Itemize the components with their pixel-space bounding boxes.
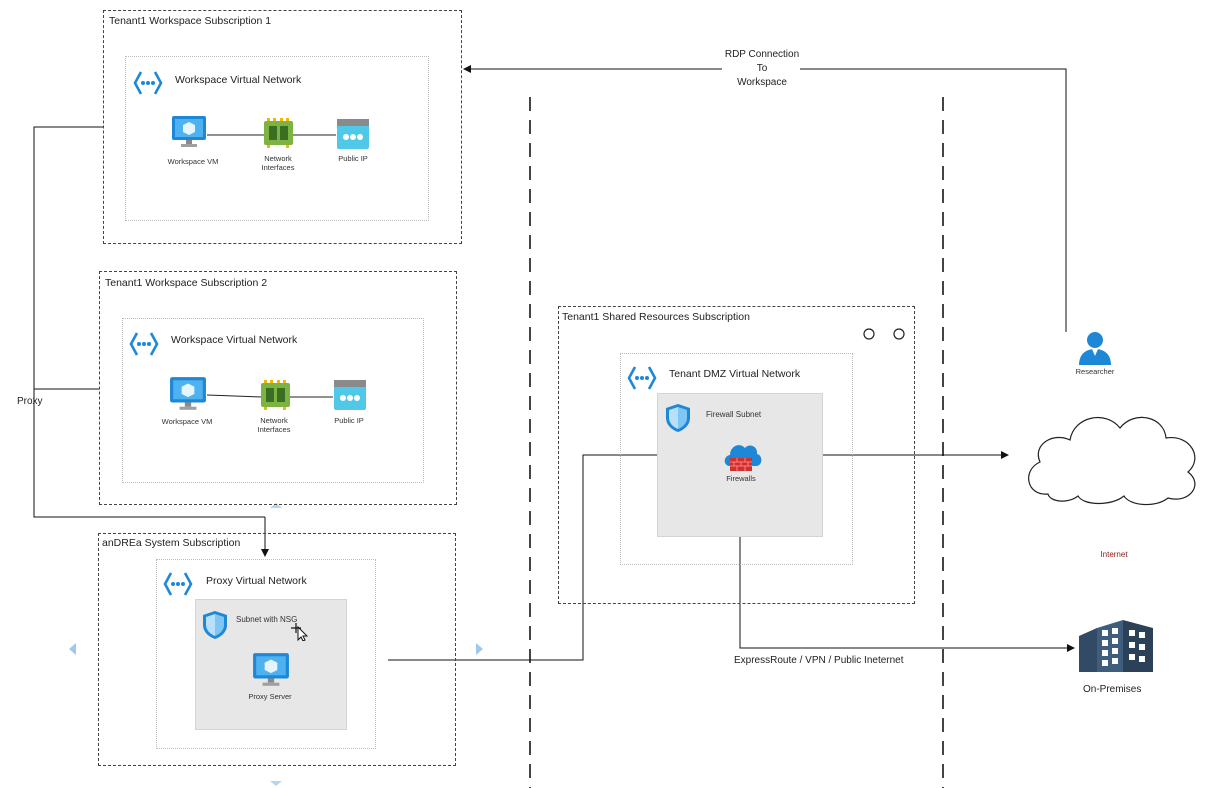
virtual-network-icon — [627, 366, 657, 390]
firewall-to-onprem-line — [739, 486, 1075, 652]
workspace-subscription-2-title: Tenant1 Workspace Subscription 2 — [105, 277, 268, 289]
public-ip-icon — [334, 380, 366, 410]
network-interface-icon — [261, 380, 290, 410]
andrea-system-subscription-title: anDREa System Subscription — [102, 537, 241, 549]
cursor-icon — [291, 623, 309, 641]
proxy-label: Proxy — [17, 396, 43, 407]
rdp-line-3: Workspace — [737, 77, 787, 88]
proxy-server-label: Proxy Server — [248, 692, 292, 701]
proxy-subnet-label: Subnet with NSG — [236, 615, 298, 624]
user-icon — [1079, 332, 1111, 365]
ws2-nic-label: Network Interfaces — [257, 416, 291, 434]
shield-icon — [203, 611, 227, 639]
proxy-line — [33, 126, 265, 518]
workspace-subscription-2 — [99, 271, 457, 505]
proxy-vnet-label: Proxy Virtual Network — [206, 575, 307, 587]
public-ip-icon — [337, 119, 369, 149]
ws2-vm-nic-link — [206, 394, 263, 398]
onprem-label: On-Premises — [1083, 684, 1142, 695]
rdp-line-2: To — [756, 63, 768, 74]
scroll-marker-top — [270, 503, 282, 508]
proxy-vnet — [156, 559, 376, 749]
nav-prev-arrow — [69, 643, 76, 655]
workspace-subscription-1 — [103, 10, 462, 244]
ws1-vm-label: Workspace VM — [167, 157, 219, 166]
shared-resources-subscription — [558, 306, 915, 604]
ws1-nic-label: Network Interfaces — [261, 154, 295, 172]
network-interface-icon — [264, 118, 293, 148]
workspace-vnet-1 — [125, 56, 429, 221]
workspace-vnet-2-label: Workspace Virtual Network — [171, 334, 298, 346]
workspace-vnet-1-label: Workspace Virtual Network — [175, 74, 302, 86]
dmz-vnet — [620, 353, 853, 565]
andrea-system-subscription — [98, 533, 456, 766]
proxy-to-firewall-line — [388, 451, 721, 661]
control-circle-2 — [893, 328, 905, 340]
shield-icon — [666, 404, 690, 432]
ws2-pip-label: Public IP — [334, 416, 364, 425]
rdp-connection-line — [800, 68, 1067, 332]
virtual-network-icon — [129, 332, 159, 356]
control-circle-1 — [863, 328, 875, 340]
firewall-icon — [724, 445, 762, 471]
researcher-label: Researcher — [1075, 367, 1115, 376]
scroll-marker-bottom — [270, 781, 282, 786]
cloud-icon — [1028, 416, 1196, 506]
ws2-vm-label: Workspace VM — [161, 417, 213, 426]
building-icon — [1079, 620, 1153, 672]
rdp-connection-label: RDP Connection To Workspace — [712, 48, 812, 90]
virtual-network-icon — [163, 572, 193, 596]
internet-label: Internet — [1100, 550, 1128, 559]
dmz-vnet-label: Tenant DMZ Virtual Network — [669, 368, 801, 380]
expressroute-label: ExpressRoute / VPN / Public Ineternet — [734, 655, 904, 666]
virtual-machine-icon — [172, 116, 206, 147]
virtual-machine-icon — [170, 377, 206, 410]
workspace-vnet-2 — [122, 318, 424, 483]
virtual-network-icon — [133, 71, 163, 95]
firewall-subnet-label: Firewall Subnet — [706, 410, 762, 419]
rdp-line-1: RDP Connection — [724, 49, 800, 60]
nav-next-arrow — [476, 643, 483, 655]
ws1-pip-label: Public IP — [338, 154, 368, 163]
workspace-subscription-1-title: Tenant1 Workspace Subscription 1 — [109, 15, 272, 27]
firewall-label: Firewalls — [726, 474, 756, 483]
shared-resources-subscription-title: Tenant1 Shared Resources Subscription — [562, 311, 750, 323]
virtual-machine-icon — [253, 653, 289, 686]
